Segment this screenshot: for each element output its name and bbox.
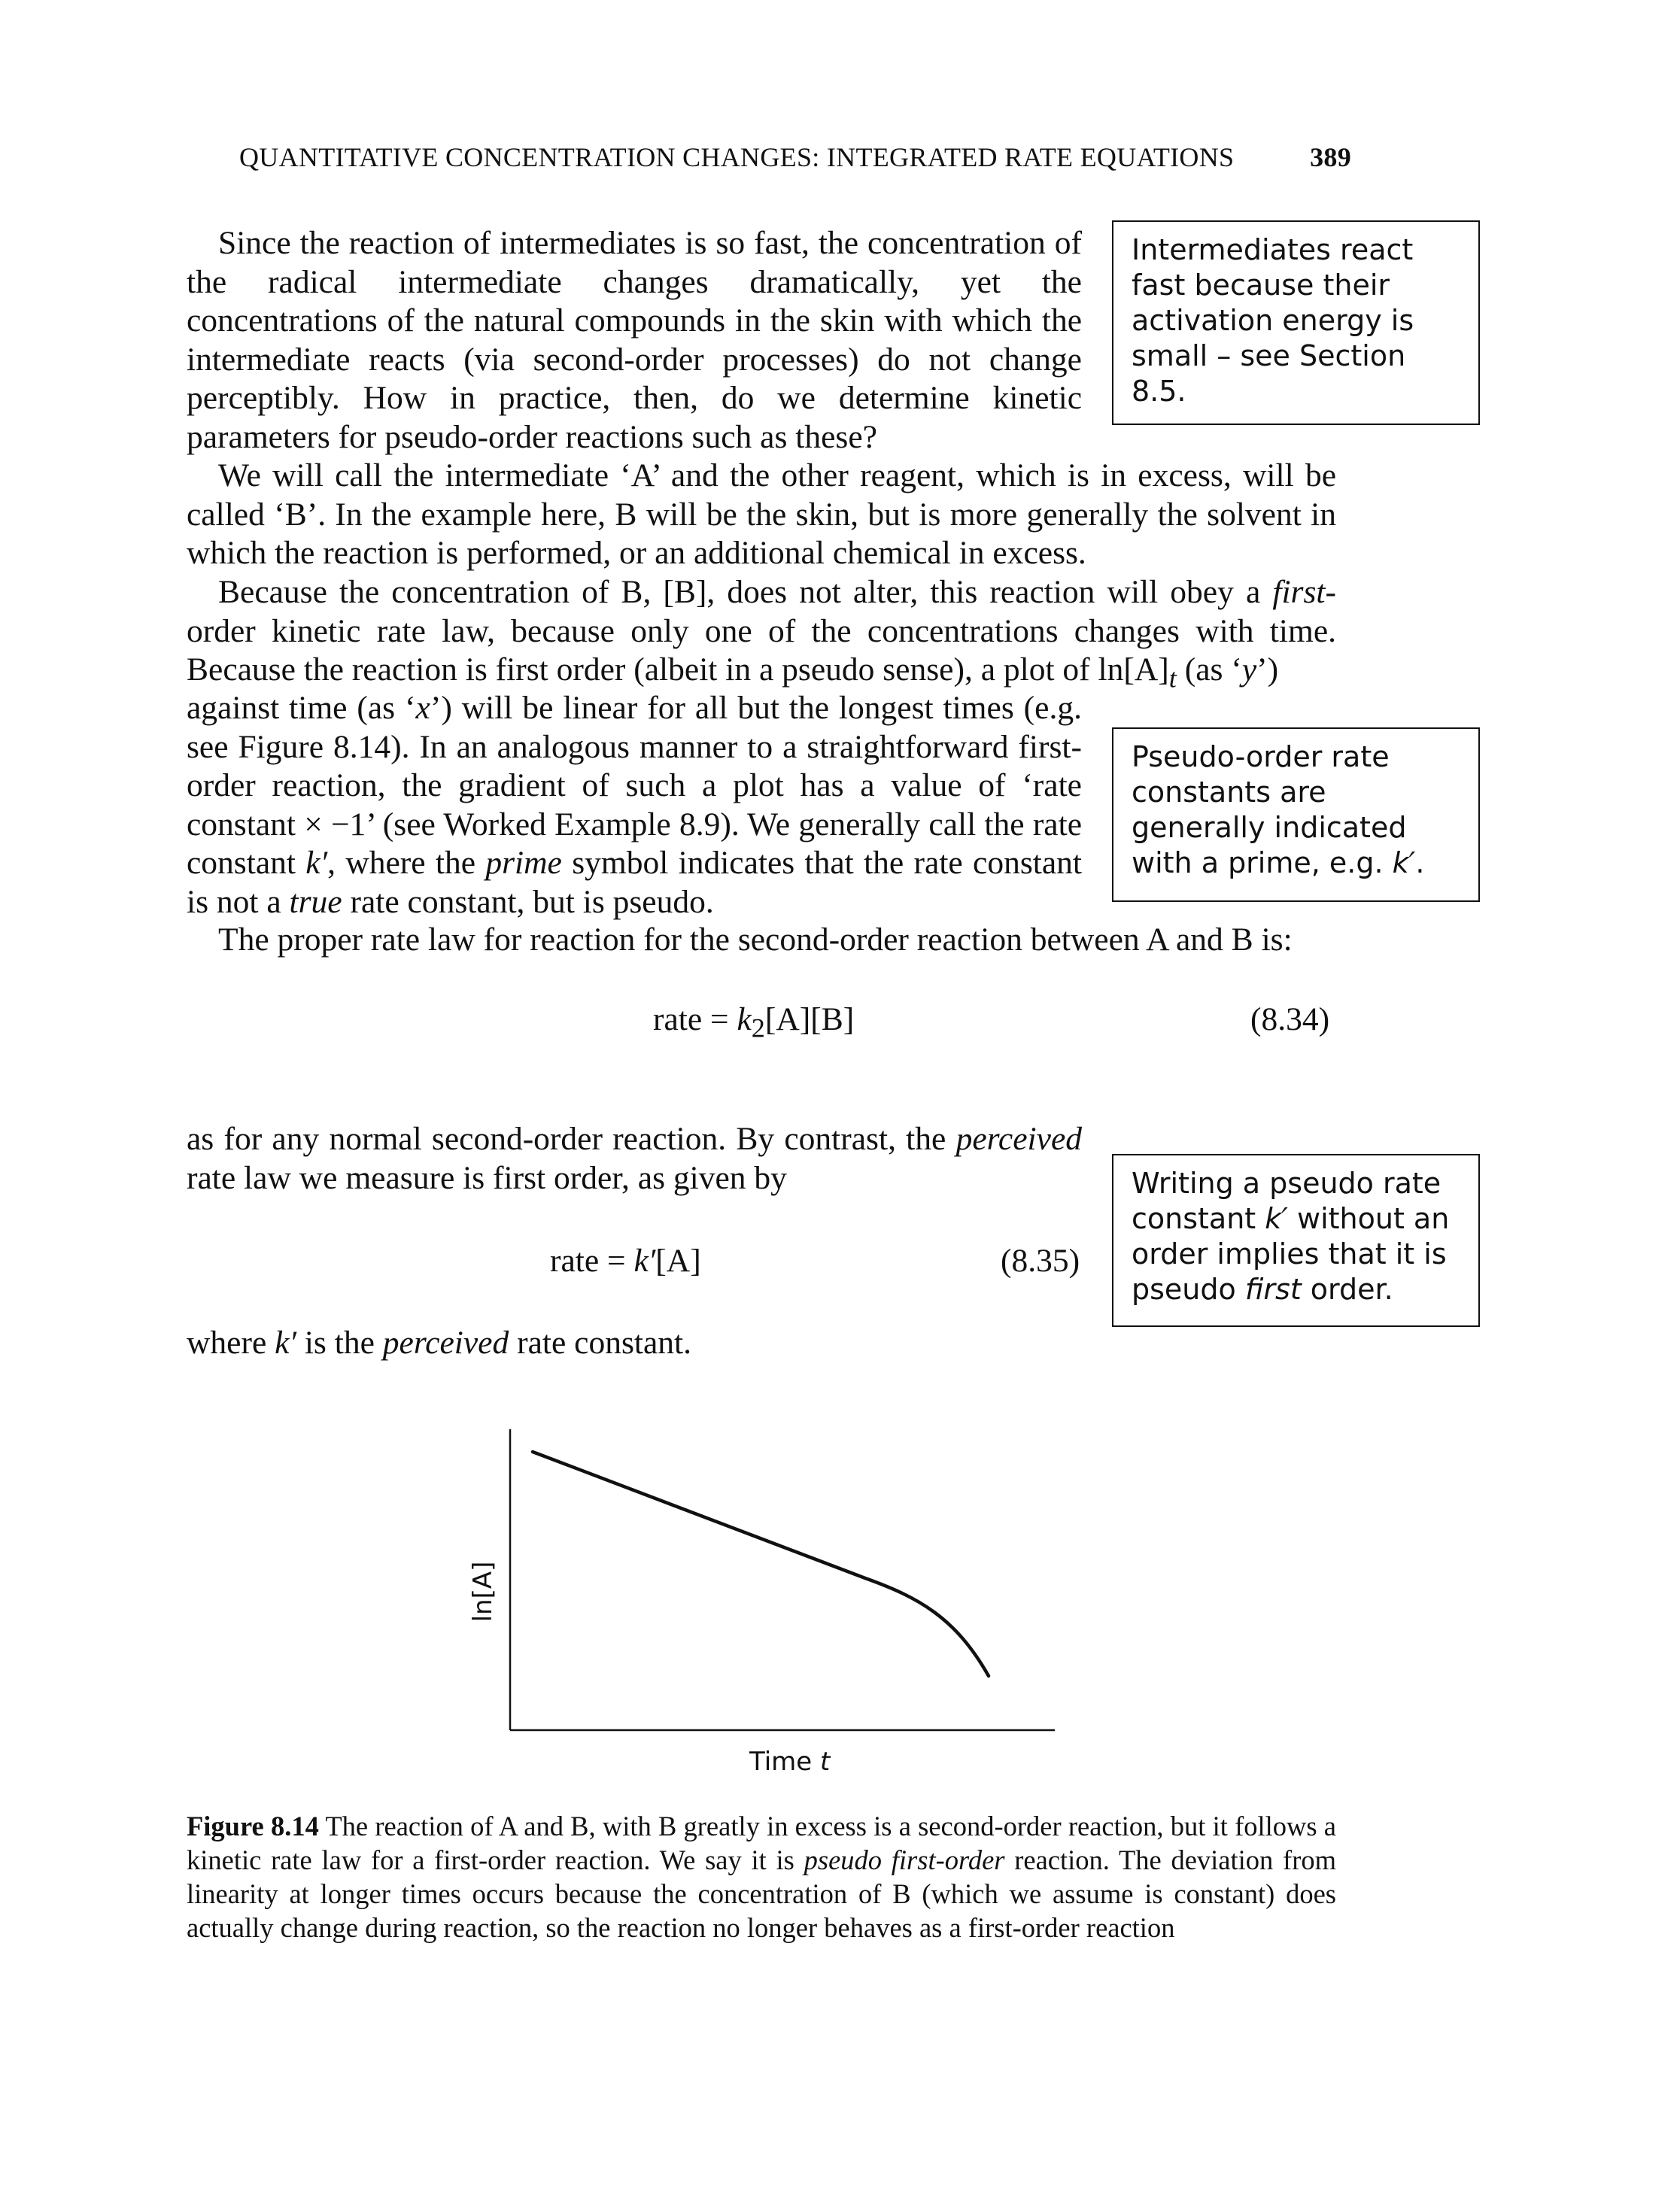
- p4-text-d: symbol indicates that the rate constant …: [187, 845, 1083, 920]
- x-axis-label-text: Time: [749, 1747, 821, 1777]
- x-axis-label-t: t: [820, 1747, 831, 1777]
- p3-text-c: (as ‘: [1176, 651, 1242, 688]
- equation-8-34: rate = k2[A][B]: [653, 1000, 854, 1044]
- equation-number-8-35: (8.35): [1001, 1243, 1080, 1279]
- p4-text-e: rate constant, but is pseudo.: [342, 883, 714, 920]
- paragraph-1: Since the reaction of intermediates is s…: [187, 225, 1082, 455]
- running-header: QUANTITATIVE CONCENTRATION CHANGES: INTE…: [239, 141, 1351, 179]
- y-axis-label: ln[A]: [468, 1561, 498, 1623]
- caption-text-a: The reaction of A and B, with B greatly …: [187, 1811, 1337, 1875]
- paragraph-5: The proper rate law for reaction for the…: [218, 921, 1293, 958]
- p7-text-c: rate constant.: [509, 1325, 691, 1361]
- eq2-lhs: rate =: [550, 1243, 634, 1279]
- caption-pseudo: pseudo first-order: [804, 1844, 1005, 1875]
- paragraph-2: We will call the intermediate ‘A’ and th…: [187, 457, 1336, 571]
- p7-k-prime: k′: [275, 1325, 296, 1361]
- p4-text-a: against time (as ‘: [187, 690, 416, 726]
- p6-text-b: rate law we measure is first order, as g…: [187, 1159, 787, 1196]
- sidenote-pseudo-order-prime: Pseudo-order rate constants are generall…: [1112, 727, 1480, 902]
- p3-first: first: [1272, 574, 1326, 610]
- p7-text-b: is the: [296, 1325, 383, 1361]
- sidenote-pseudo-first-order: Writing a pseudo rate constant k′ withou…: [1112, 1154, 1480, 1327]
- p4-x: x: [415, 690, 430, 726]
- sidenote-activation-energy: Intermediates react fast because their a…: [1112, 220, 1480, 425]
- note2-text-b: .: [1415, 846, 1425, 879]
- p3-subscript-t: t: [1168, 663, 1177, 694]
- header-title: QUANTITATIVE CONCENTRATION CHANGES: INTE…: [239, 142, 1235, 172]
- equation-8-35: rate = k′[A]: [550, 1242, 701, 1280]
- page-number: 389: [1310, 142, 1351, 172]
- p7-perceived: perceived: [382, 1325, 509, 1361]
- equation-number-8-34: (8.34): [1250, 1001, 1330, 1037]
- p3-text-b: -order kinetic rate law, because only on…: [187, 574, 1336, 688]
- figure-8-14-graph: [509, 1429, 1055, 1732]
- note3-first: first: [1244, 1273, 1302, 1306]
- p4-text-c: , where the: [327, 845, 486, 881]
- figure-caption: Figure 8.14 The reaction of A and B, wit…: [187, 1809, 1336, 1945]
- caption-label: Figure 8.14: [187, 1811, 319, 1841]
- note3-text-b: without an order implies that it is pseu…: [1132, 1202, 1450, 1306]
- eq1-lhs: rate =: [653, 1001, 737, 1037]
- p4-true-word: true: [289, 883, 342, 920]
- p6-perceived: perceived: [955, 1121, 1082, 1157]
- p4-text-b: ’) will be linear for all but the longes…: [187, 690, 1082, 881]
- p3-text-d: ’): [1256, 651, 1279, 688]
- paragraph-7: where k′ is the perceived rate constant.: [187, 1324, 1082, 1363]
- note3-text-a: Writing a pseudo rate constant: [1132, 1167, 1442, 1235]
- paragraph-4: against time (as ‘x’) will be linear for…: [187, 689, 1082, 921]
- eq1-rhs: [A][B]: [764, 1001, 855, 1037]
- p3-text-a: Because the concentration of B, [B], doe…: [218, 574, 1273, 610]
- note3-text-c: order.: [1301, 1273, 1393, 1306]
- p7-text-a: where: [187, 1325, 275, 1361]
- x-axis-label: Time t: [749, 1747, 830, 1777]
- note2-text-a: Pseudo-order rate constants are generall…: [1132, 740, 1407, 879]
- ln-a-curve: [530, 1450, 991, 1678]
- paragraph-6: as for any normal second-order reaction.…: [187, 1120, 1082, 1198]
- eq2-k-prime: k′: [633, 1243, 656, 1279]
- paragraph-3: Because the concentration of B, [B], doe…: [187, 573, 1336, 698]
- p4-prime-word: prime: [485, 845, 562, 881]
- eq2-rhs: [A]: [655, 1243, 701, 1279]
- p3-y: y: [1241, 651, 1257, 688]
- eq1-k: k: [737, 1001, 752, 1037]
- p4-k-prime: k′: [305, 845, 328, 881]
- note3-k-prime: k′: [1265, 1202, 1288, 1235]
- note2-k-prime: k′: [1392, 846, 1416, 879]
- p6-text-a: as for any normal second-order reaction.…: [187, 1121, 956, 1157]
- caption-text-b: reaction. The deviation from linearity a…: [187, 1844, 1336, 1943]
- eq1-subscript: 2: [751, 1013, 765, 1043]
